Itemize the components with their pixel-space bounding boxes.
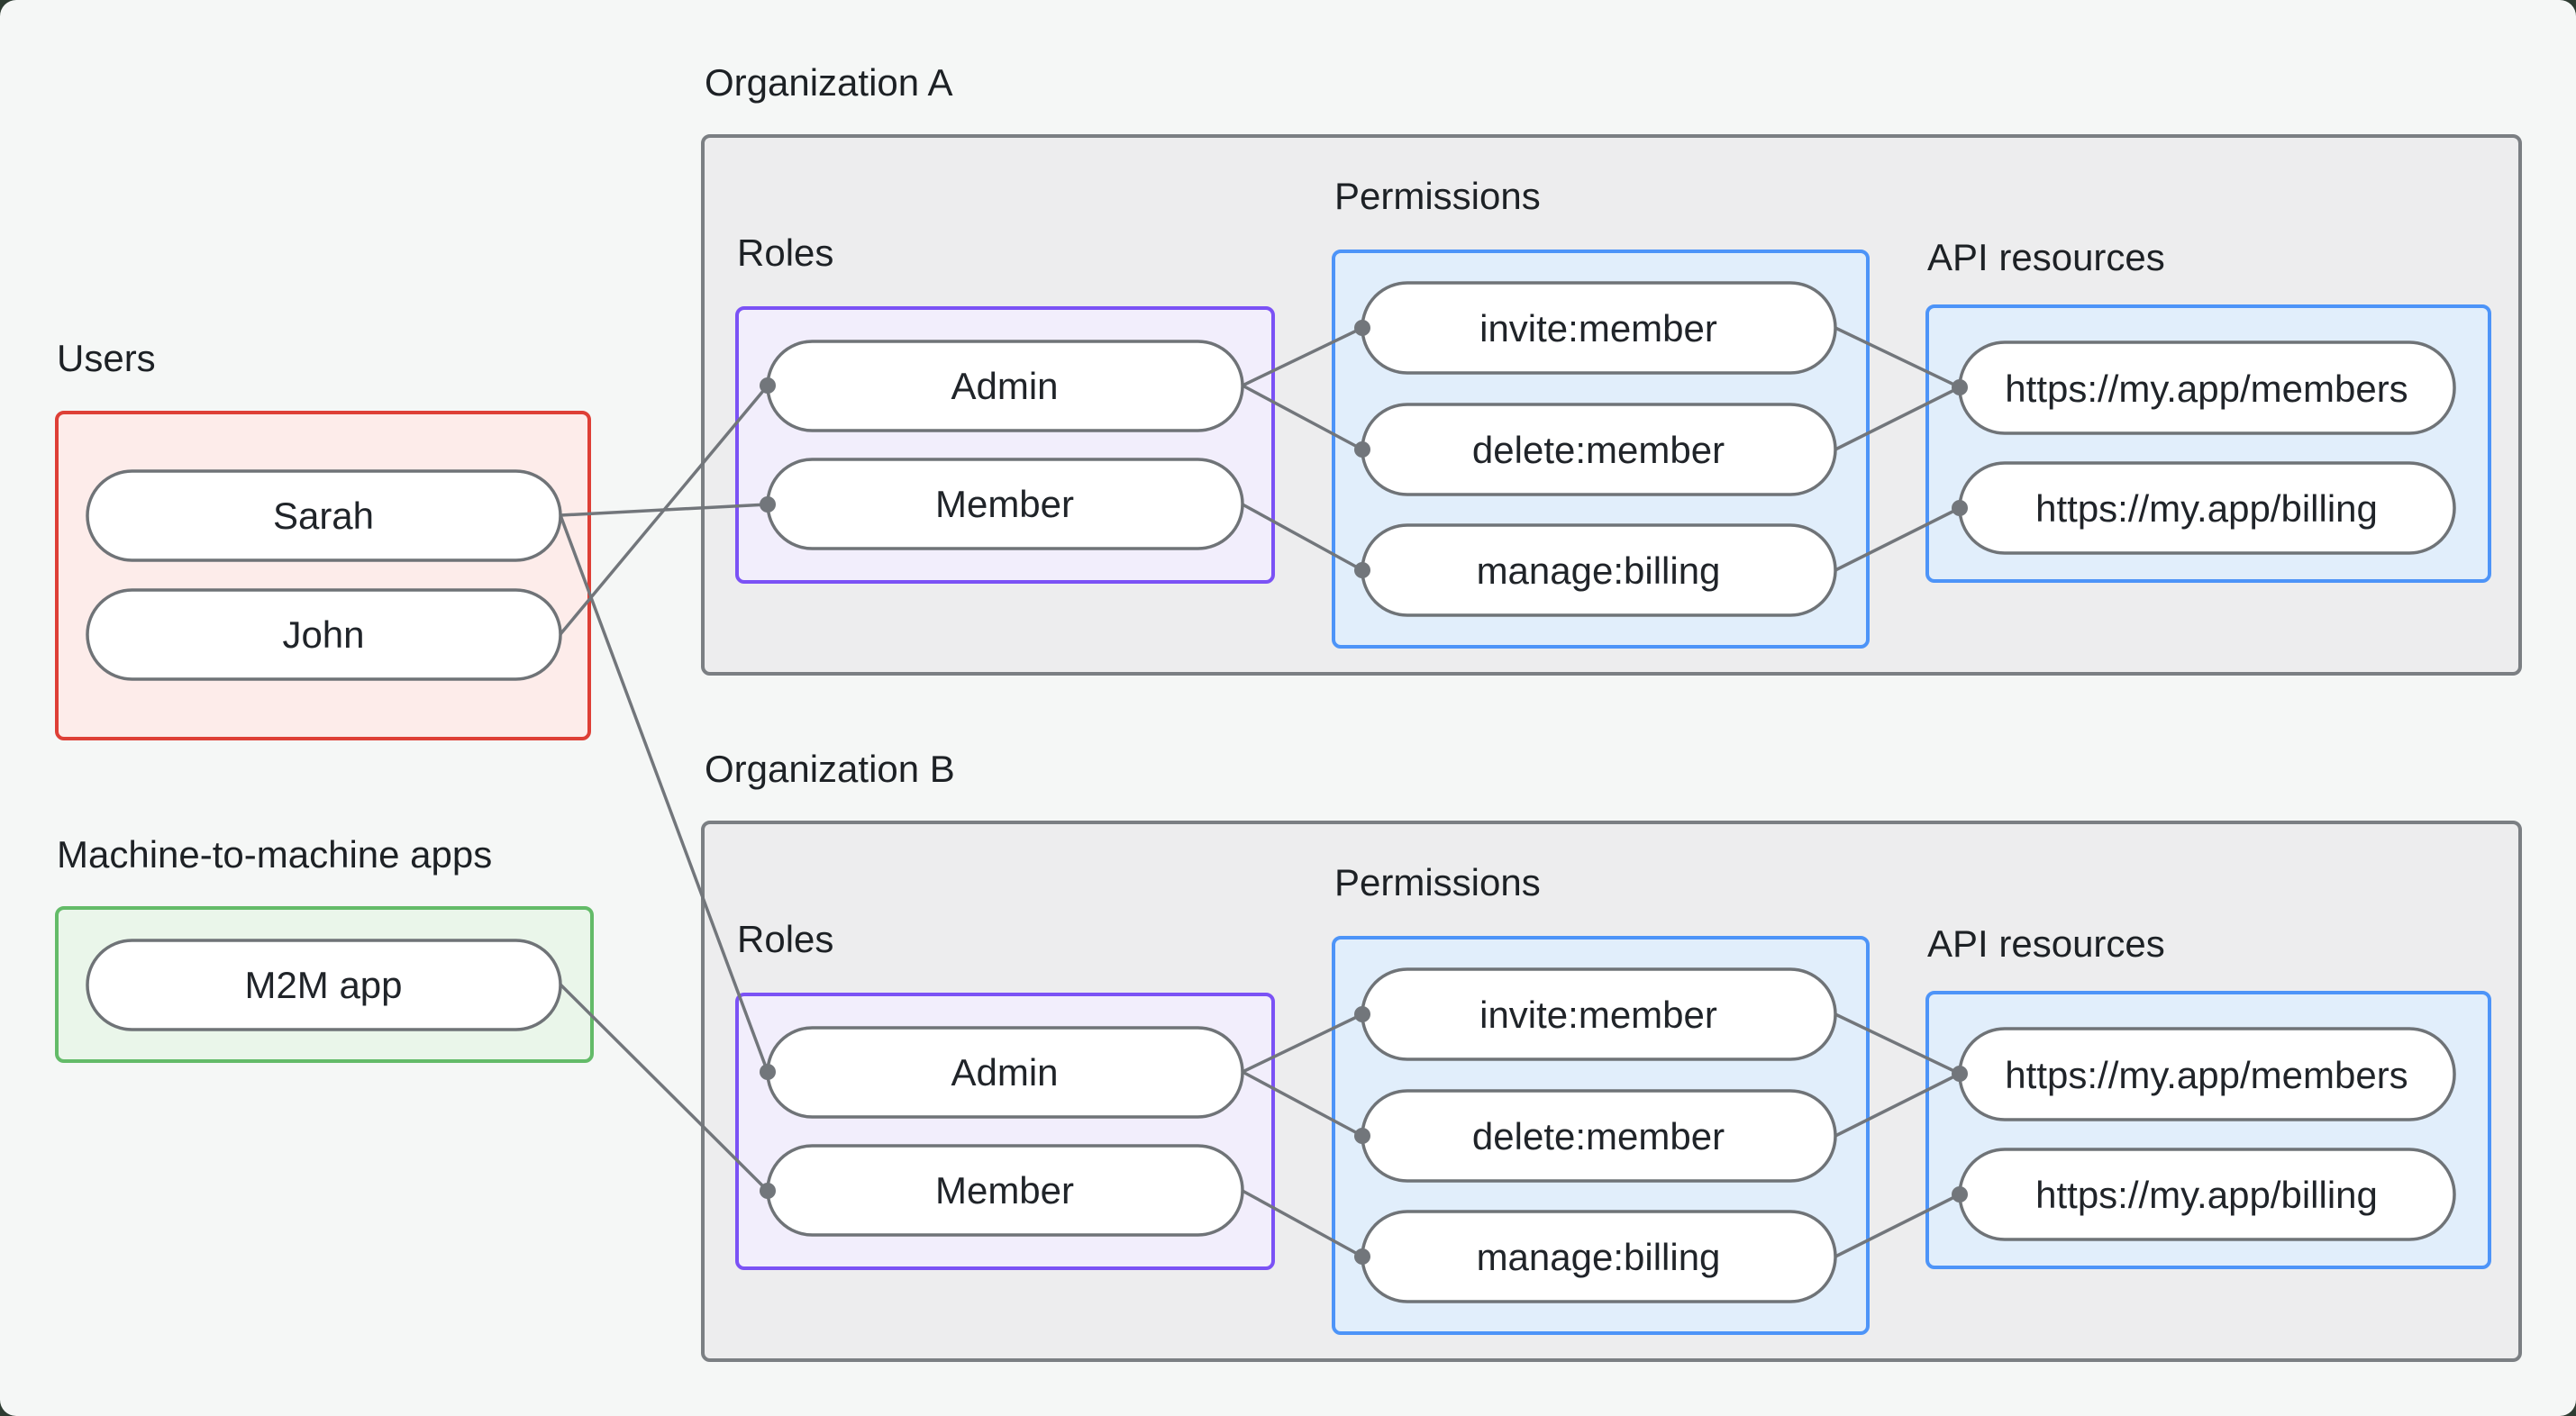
org-a-api-members-label: https://my.app/members — [2005, 368, 2408, 410]
user-node-sarah-label: Sarah — [273, 495, 374, 537]
dot-org-a-billing-api — [1952, 500, 1968, 516]
edge-org-b-invite-to-members-api — [1834, 1012, 1961, 1076]
user-node-sarah — [86, 469, 562, 562]
dot-org-b-member — [760, 1183, 776, 1199]
org-b-title: Organization B — [705, 748, 955, 790]
org-b-api-members-label: https://my.app/members — [2005, 1054, 2408, 1096]
org-b-api-label: API resources — [1927, 922, 2165, 965]
org-a-title: Organization A — [705, 61, 953, 104]
edge-org-b-delete-to-members-api — [1834, 1072, 1961, 1138]
users-group-title: Users — [57, 337, 156, 379]
org-a-permission-invite-label: invite:member — [1479, 307, 1717, 349]
org-a-role-member-label: Member — [935, 483, 1074, 525]
org-b-api-billing-label: https://my.app/billing — [2035, 1174, 2378, 1216]
org-a-api-billing-label: https://my.app/billing — [2035, 487, 2378, 530]
org-a-roles-label: Roles — [737, 231, 833, 274]
user-node-john — [86, 588, 562, 681]
edge-org-a-admin-to-delete — [1242, 384, 1363, 451]
dot-org-a-delete — [1354, 441, 1370, 458]
dot-org-b-members-api — [1952, 1066, 1968, 1082]
dot-org-a-member — [760, 496, 776, 513]
users-group-box — [55, 411, 591, 740]
org-a-permissions-label: Permissions — [1334, 175, 1541, 217]
edge-john-to-org-a-admin — [559, 384, 769, 636]
org-a-permission-manage-label: manage:billing — [1477, 549, 1721, 592]
org-b-permission-manage-label: manage:billing — [1477, 1236, 1721, 1278]
edge-org-b-admin-to-invite — [1242, 1012, 1363, 1074]
edge-sarah-to-org-b-admin — [559, 514, 769, 1073]
dot-org-b-billing-api — [1952, 1186, 1968, 1203]
edges — [559, 326, 1961, 1258]
edge-org-a-manage-to-billing-api — [1834, 506, 1961, 572]
org-a-permission-delete-label: delete:member — [1472, 429, 1725, 471]
org-b-role-member-label: Member — [935, 1169, 1074, 1212]
edge-org-b-member-to-manage — [1242, 1189, 1363, 1258]
connection-dots — [760, 320, 1968, 1265]
org-a-api-label: API resources — [1927, 236, 2165, 278]
org-b-role-admin-label: Admin — [951, 1051, 1058, 1094]
org-b-permission-invite-label: invite:member — [1479, 994, 1717, 1036]
org-b-roles-label: Roles — [737, 918, 833, 960]
edge-org-a-admin-to-invite — [1242, 326, 1363, 387]
edge-org-a-delete-to-members-api — [1834, 386, 1961, 451]
org-b-permissions-label: Permissions — [1334, 861, 1541, 903]
dot-org-b-delete — [1354, 1128, 1370, 1144]
edge-org-a-invite-to-members-api — [1834, 326, 1961, 389]
m2m-node-label: M2M app — [244, 964, 402, 1006]
dot-org-a-admin — [760, 377, 776, 394]
org-b-permission-delete-label: delete:member — [1472, 1115, 1725, 1157]
dot-org-a-manage — [1354, 562, 1370, 578]
dot-org-b-manage — [1354, 1248, 1370, 1265]
dot-org-a-members-api — [1952, 379, 1968, 395]
edge-org-b-manage-to-billing-api — [1834, 1193, 1961, 1258]
m2m-node — [86, 939, 562, 1031]
edge-m2m-to-org-b-member — [559, 983, 769, 1193]
dot-org-b-admin — [760, 1064, 776, 1080]
edge-org-b-admin-to-delete — [1242, 1070, 1363, 1138]
dot-org-a-invite — [1354, 320, 1370, 336]
m2m-group-title: Machine-to-machine apps — [57, 833, 492, 876]
user-node-john-label: John — [282, 613, 364, 656]
org-a-role-admin-label: Admin — [951, 365, 1058, 407]
edge-org-a-member-to-manage — [1242, 503, 1363, 572]
dot-org-b-invite — [1354, 1006, 1370, 1022]
